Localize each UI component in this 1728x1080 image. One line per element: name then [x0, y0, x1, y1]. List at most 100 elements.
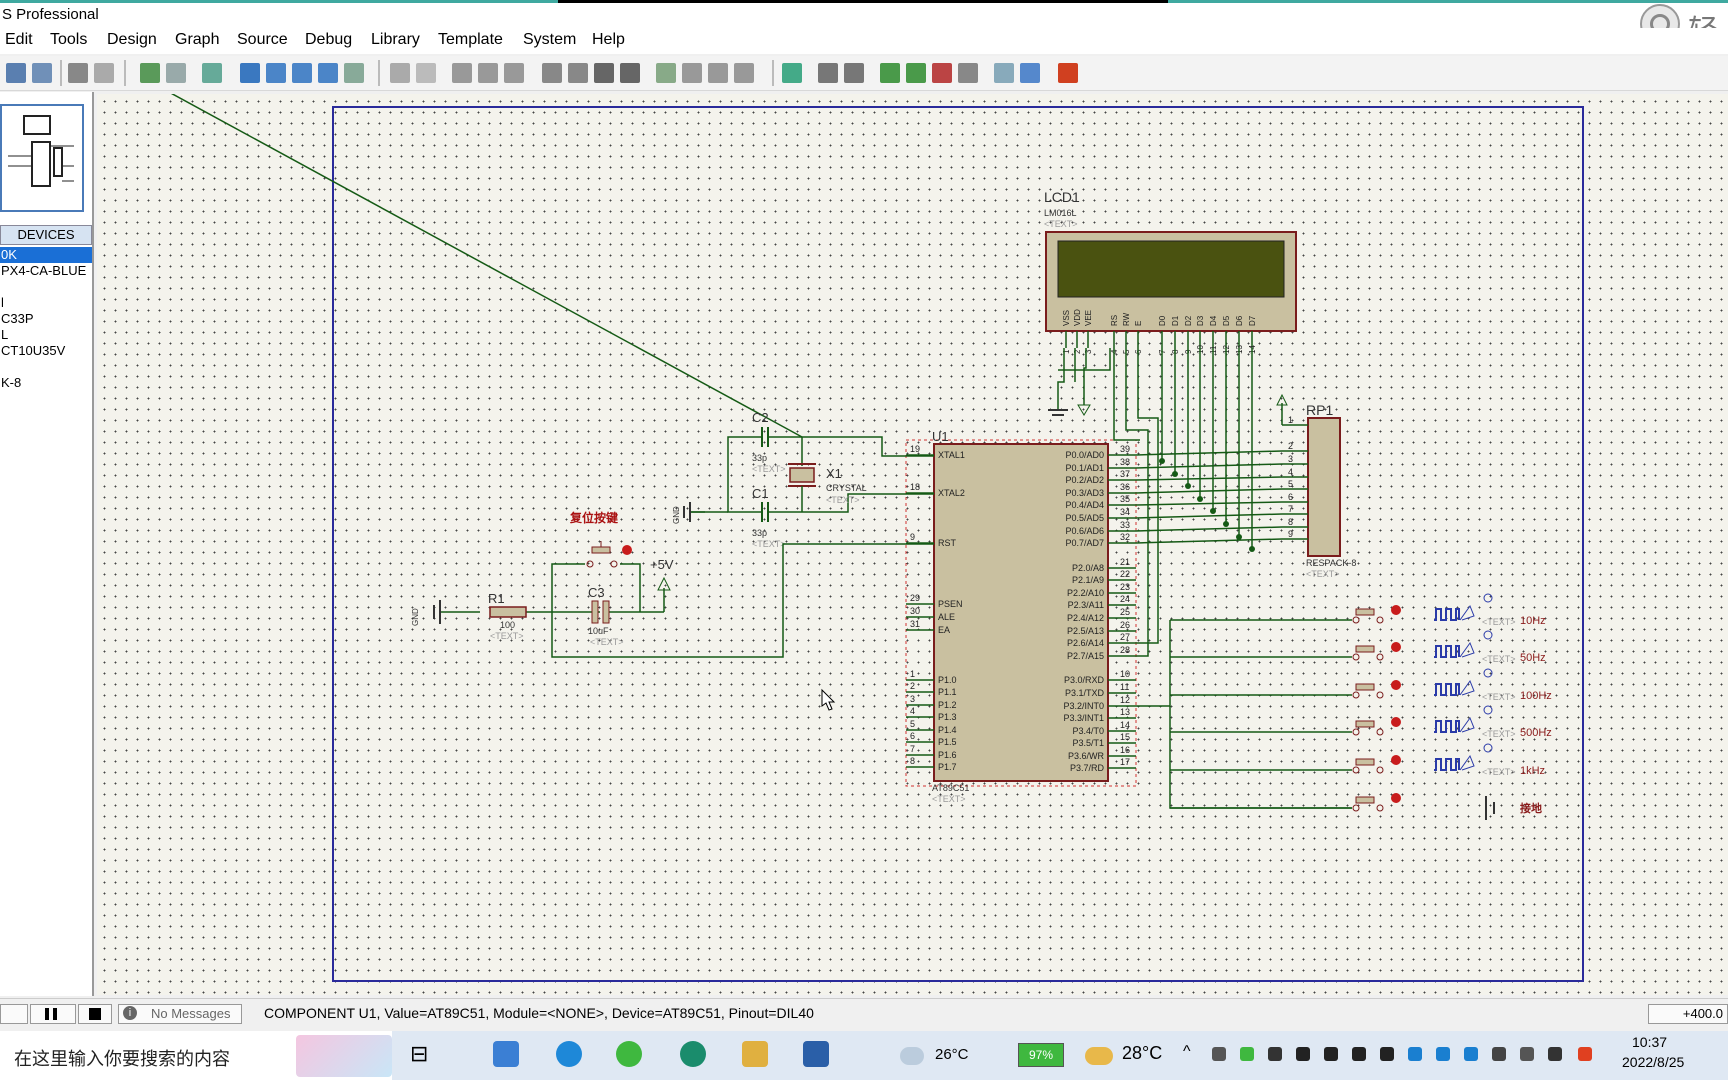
tray-icon[interactable] — [1240, 1047, 1254, 1061]
qq-icon[interactable] — [1352, 1047, 1366, 1061]
new-sheet-green-icon[interactable] — [880, 63, 900, 83]
clock-date[interactable]: 2022/8/25 — [1622, 1054, 1685, 1070]
device-item[interactable]: CT10U35V — [1, 343, 66, 358]
block-move-icon[interactable] — [568, 63, 588, 83]
undo-icon[interactable] — [390, 63, 410, 83]
make-device-icon[interactable] — [682, 63, 702, 83]
freq-button[interactable] — [1170, 717, 1401, 736]
tray-icon[interactable] — [1212, 1047, 1226, 1061]
freq-button[interactable] — [1170, 755, 1401, 774]
file-explorer-icon[interactable] — [742, 1041, 768, 1067]
freq-button[interactable] — [1170, 680, 1401, 699]
x1-component[interactable]: X1 CRYSTAL <TEXT> — [788, 437, 867, 512]
device-item[interactable]: C33P — [1, 311, 34, 326]
freq-button[interactable] — [1170, 793, 1401, 812]
microphone-icon[interactable] — [1268, 1047, 1282, 1061]
menu-tools[interactable]: Tools — [50, 31, 88, 48]
device-item[interactable] — [0, 359, 92, 375]
paste-icon[interactable] — [504, 63, 524, 83]
device-item[interactable]: l — [1, 295, 4, 310]
freq-button[interactable] — [1170, 642, 1401, 661]
decompose-icon[interactable] — [734, 63, 754, 83]
menu-debug[interactable]: Debug — [305, 31, 353, 48]
zoom-all-icon[interactable] — [318, 63, 338, 83]
cut-icon[interactable] — [452, 63, 472, 83]
block-copy-icon[interactable] — [542, 63, 562, 83]
copy-icon[interactable] — [478, 63, 498, 83]
qq-icon[interactable] — [1296, 1047, 1310, 1061]
origin-icon[interactable] — [202, 63, 222, 83]
pause-button[interactable] — [30, 1004, 76, 1024]
menu-system[interactable]: System — [523, 31, 577, 48]
battery-indicator[interactable]: 97% — [1018, 1043, 1064, 1067]
add-sheet-icon[interactable] — [906, 63, 926, 83]
lcd-component[interactable]: LCD1 LM016L <TEXT> VSS1VDD2VEE3RS4RW5E6D… — [1044, 189, 1297, 354]
pan-icon[interactable] — [240, 63, 260, 83]
task-view-icon[interactable]: ⊟ — [410, 1041, 429, 1066]
speaker-icon[interactable] — [1548, 1047, 1562, 1061]
ares-icon[interactable] — [1058, 63, 1078, 83]
search-icon[interactable] — [818, 63, 838, 83]
isis-icon[interactable] — [803, 1041, 829, 1067]
copy-sheet-icon[interactable] — [32, 63, 52, 83]
device-item[interactable] — [0, 279, 92, 295]
generator-icon[interactable]: <TEXT>50Hz — [1434, 630, 1546, 664]
clock-time[interactable]: 10:37 — [1632, 1034, 1668, 1050]
taskbar-search-box[interactable]: 在这里输入你要搜索的内容 — [0, 1031, 392, 1080]
messages-box[interactable]: i No Messages — [118, 1004, 242, 1024]
redo-icon[interactable] — [416, 63, 436, 83]
reset-button[interactable]: 复位按键 — [569, 510, 632, 568]
package-tool-icon[interactable] — [708, 63, 728, 83]
wire-autorouter-icon[interactable] — [782, 63, 802, 83]
overview-window[interactable] — [0, 104, 84, 212]
play-button[interactable] — [0, 1004, 28, 1024]
bill-of-materials-icon[interactable] — [994, 63, 1014, 83]
menu-help[interactable]: Help — [592, 31, 625, 48]
edge-icon[interactable] — [556, 1041, 582, 1067]
refresh-icon[interactable] — [140, 63, 160, 83]
device-item[interactable]: PX4-CA-BLUE — [1, 263, 87, 278]
menu-source[interactable]: Source — [237, 31, 288, 48]
tray-icon[interactable] — [1464, 1047, 1478, 1061]
app-icon-1[interactable] — [493, 1041, 519, 1067]
grid-icon[interactable] — [166, 63, 186, 83]
new-sheet-icon[interactable] — [6, 63, 26, 83]
block-delete-icon[interactable] — [620, 63, 640, 83]
print-icon[interactable] — [68, 63, 88, 83]
tray-icon[interactable] — [1436, 1047, 1450, 1061]
chevron-up-icon[interactable]: ^ — [1183, 1043, 1191, 1060]
app-icon-2[interactable] — [680, 1041, 706, 1067]
zoom-area-icon[interactable] — [344, 63, 364, 83]
menu-graph[interactable]: Graph — [175, 31, 220, 48]
generator-icon[interactable]: <TEXT>10Hz — [1434, 593, 1546, 627]
stop-button[interactable] — [78, 1004, 112, 1024]
u1-component[interactable]: U1 AT89C51 <TEXT> 19XTAL118XTAL29RST29PS… — [905, 429, 1137, 804]
page-icon[interactable] — [94, 63, 114, 83]
c3-component[interactable]: C3 10uF <TEXT> — [588, 585, 624, 647]
menu-edit[interactable]: Edit — [5, 31, 33, 48]
menu-design[interactable]: Design — [107, 31, 157, 48]
generator-icon[interactable]: <TEXT>500Hz — [1434, 705, 1552, 739]
r1-component[interactable]: R1 100 <TEXT> — [488, 591, 527, 641]
property-tool-icon[interactable] — [844, 63, 864, 83]
zoom-in-icon[interactable] — [266, 63, 286, 83]
menu-library[interactable]: Library — [371, 31, 420, 48]
device-item[interactable]: L — [1, 327, 9, 342]
device-item[interactable]: 0K — [0, 247, 92, 263]
c2-component[interactable]: C2 33p <TEXT> — [752, 410, 802, 474]
device-item[interactable]: K-8 — [1, 375, 22, 390]
tray-icon[interactable] — [1492, 1047, 1506, 1061]
pick-device-icon[interactable] — [656, 63, 676, 83]
generator-icon[interactable]: <TEXT>100Hz — [1434, 668, 1552, 702]
remove-sheet-icon[interactable] — [932, 63, 952, 83]
c1-component[interactable]: C1 33p <TEXT> — [752, 486, 802, 549]
freq-button[interactable] — [1170, 605, 1401, 624]
zoom-out-icon[interactable] — [292, 63, 312, 83]
block-rotate-icon[interactable] — [594, 63, 614, 83]
menu-template[interactable]: Template — [438, 31, 503, 48]
qq-icon[interactable] — [1380, 1047, 1394, 1061]
tray-icon[interactable] — [1520, 1047, 1534, 1061]
electrical-check-icon[interactable] — [1020, 63, 1040, 83]
